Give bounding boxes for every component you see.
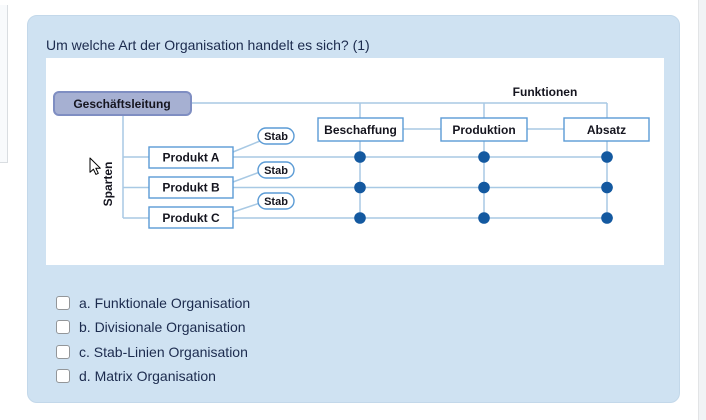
staff-oval-3 (257, 192, 295, 210)
option-row-b[interactable]: b. Divisionale Organisation (56, 317, 250, 337)
option-d-checkbox[interactable] (56, 369, 70, 384)
previous-card-edge (0, 5, 8, 163)
option-c-checkbox[interactable] (56, 344, 70, 359)
staff-label-1: Stab (264, 131, 288, 143)
function-box-beschaffung (317, 117, 404, 142)
management-box: Geschäftsleitung (53, 91, 192, 116)
option-d-label: d. Matrix Organisation (79, 368, 216, 385)
org-chart-panel: Geschäftsleitung (46, 58, 664, 265)
function-label-produktion: Produktion (452, 123, 515, 137)
option-row-a[interactable]: a. Funktionale Organisation (56, 293, 250, 313)
staff-oval-1 (257, 127, 295, 145)
option-a-label: a. Funktionale Organisation (79, 295, 251, 311)
function-label-absatz: Absatz (587, 123, 626, 137)
staff-label-3: Stab (264, 196, 288, 208)
option-b-label: b. Divisionale Organisation (79, 319, 246, 336)
answer-options: a. Funktionale Organisation b. Divisiona… (56, 293, 250, 391)
mouse-cursor-icon (89, 157, 101, 175)
option-a-checkbox[interactable] (56, 296, 70, 310)
division-label-produkt-c: Produkt C (162, 211, 220, 225)
option-c-label: c. Stab-Linien Organisation (79, 343, 248, 360)
division-box-produkt-a (148, 146, 234, 169)
function-box-produktion (440, 117, 528, 142)
function-boxes (148, 117, 650, 229)
function-label-beschaffung: Beschaffung (324, 123, 397, 137)
staff-label-2: Stab (264, 165, 288, 177)
option-row-c[interactable]: c. Stab-Linien Organisation (56, 342, 250, 362)
box-labels: Beschaffung Produktion Absatz Produkt A … (162, 123, 626, 225)
divisions-axis-label: Sparten (101, 162, 115, 207)
staff-oval-2 (257, 161, 295, 179)
org-chart: Geschäftsleitung (53, 85, 650, 229)
option-row-d[interactable]: d. Matrix Organisation (56, 366, 250, 386)
option-b-checkbox[interactable] (56, 320, 70, 335)
division-label-produkt-a: Produkt A (163, 151, 220, 165)
functions-axis-label: Funktionen (513, 85, 578, 99)
matrix-node-dots (354, 151, 613, 224)
question-card: Um welche Art der Organisation handelt e… (27, 15, 680, 403)
page-scrollbar[interactable] (698, 0, 706, 420)
division-box-produkt-b (148, 176, 234, 199)
management-box-shape (53, 91, 192, 116)
function-box-absatz (563, 117, 650, 142)
question-title: Um welche Art der Organisation handelt e… (46, 37, 370, 53)
management-box-label: Geschäftsleitung (73, 97, 170, 111)
division-label-produkt-b: Produkt B (162, 181, 220, 195)
division-box-produkt-c (148, 206, 234, 229)
